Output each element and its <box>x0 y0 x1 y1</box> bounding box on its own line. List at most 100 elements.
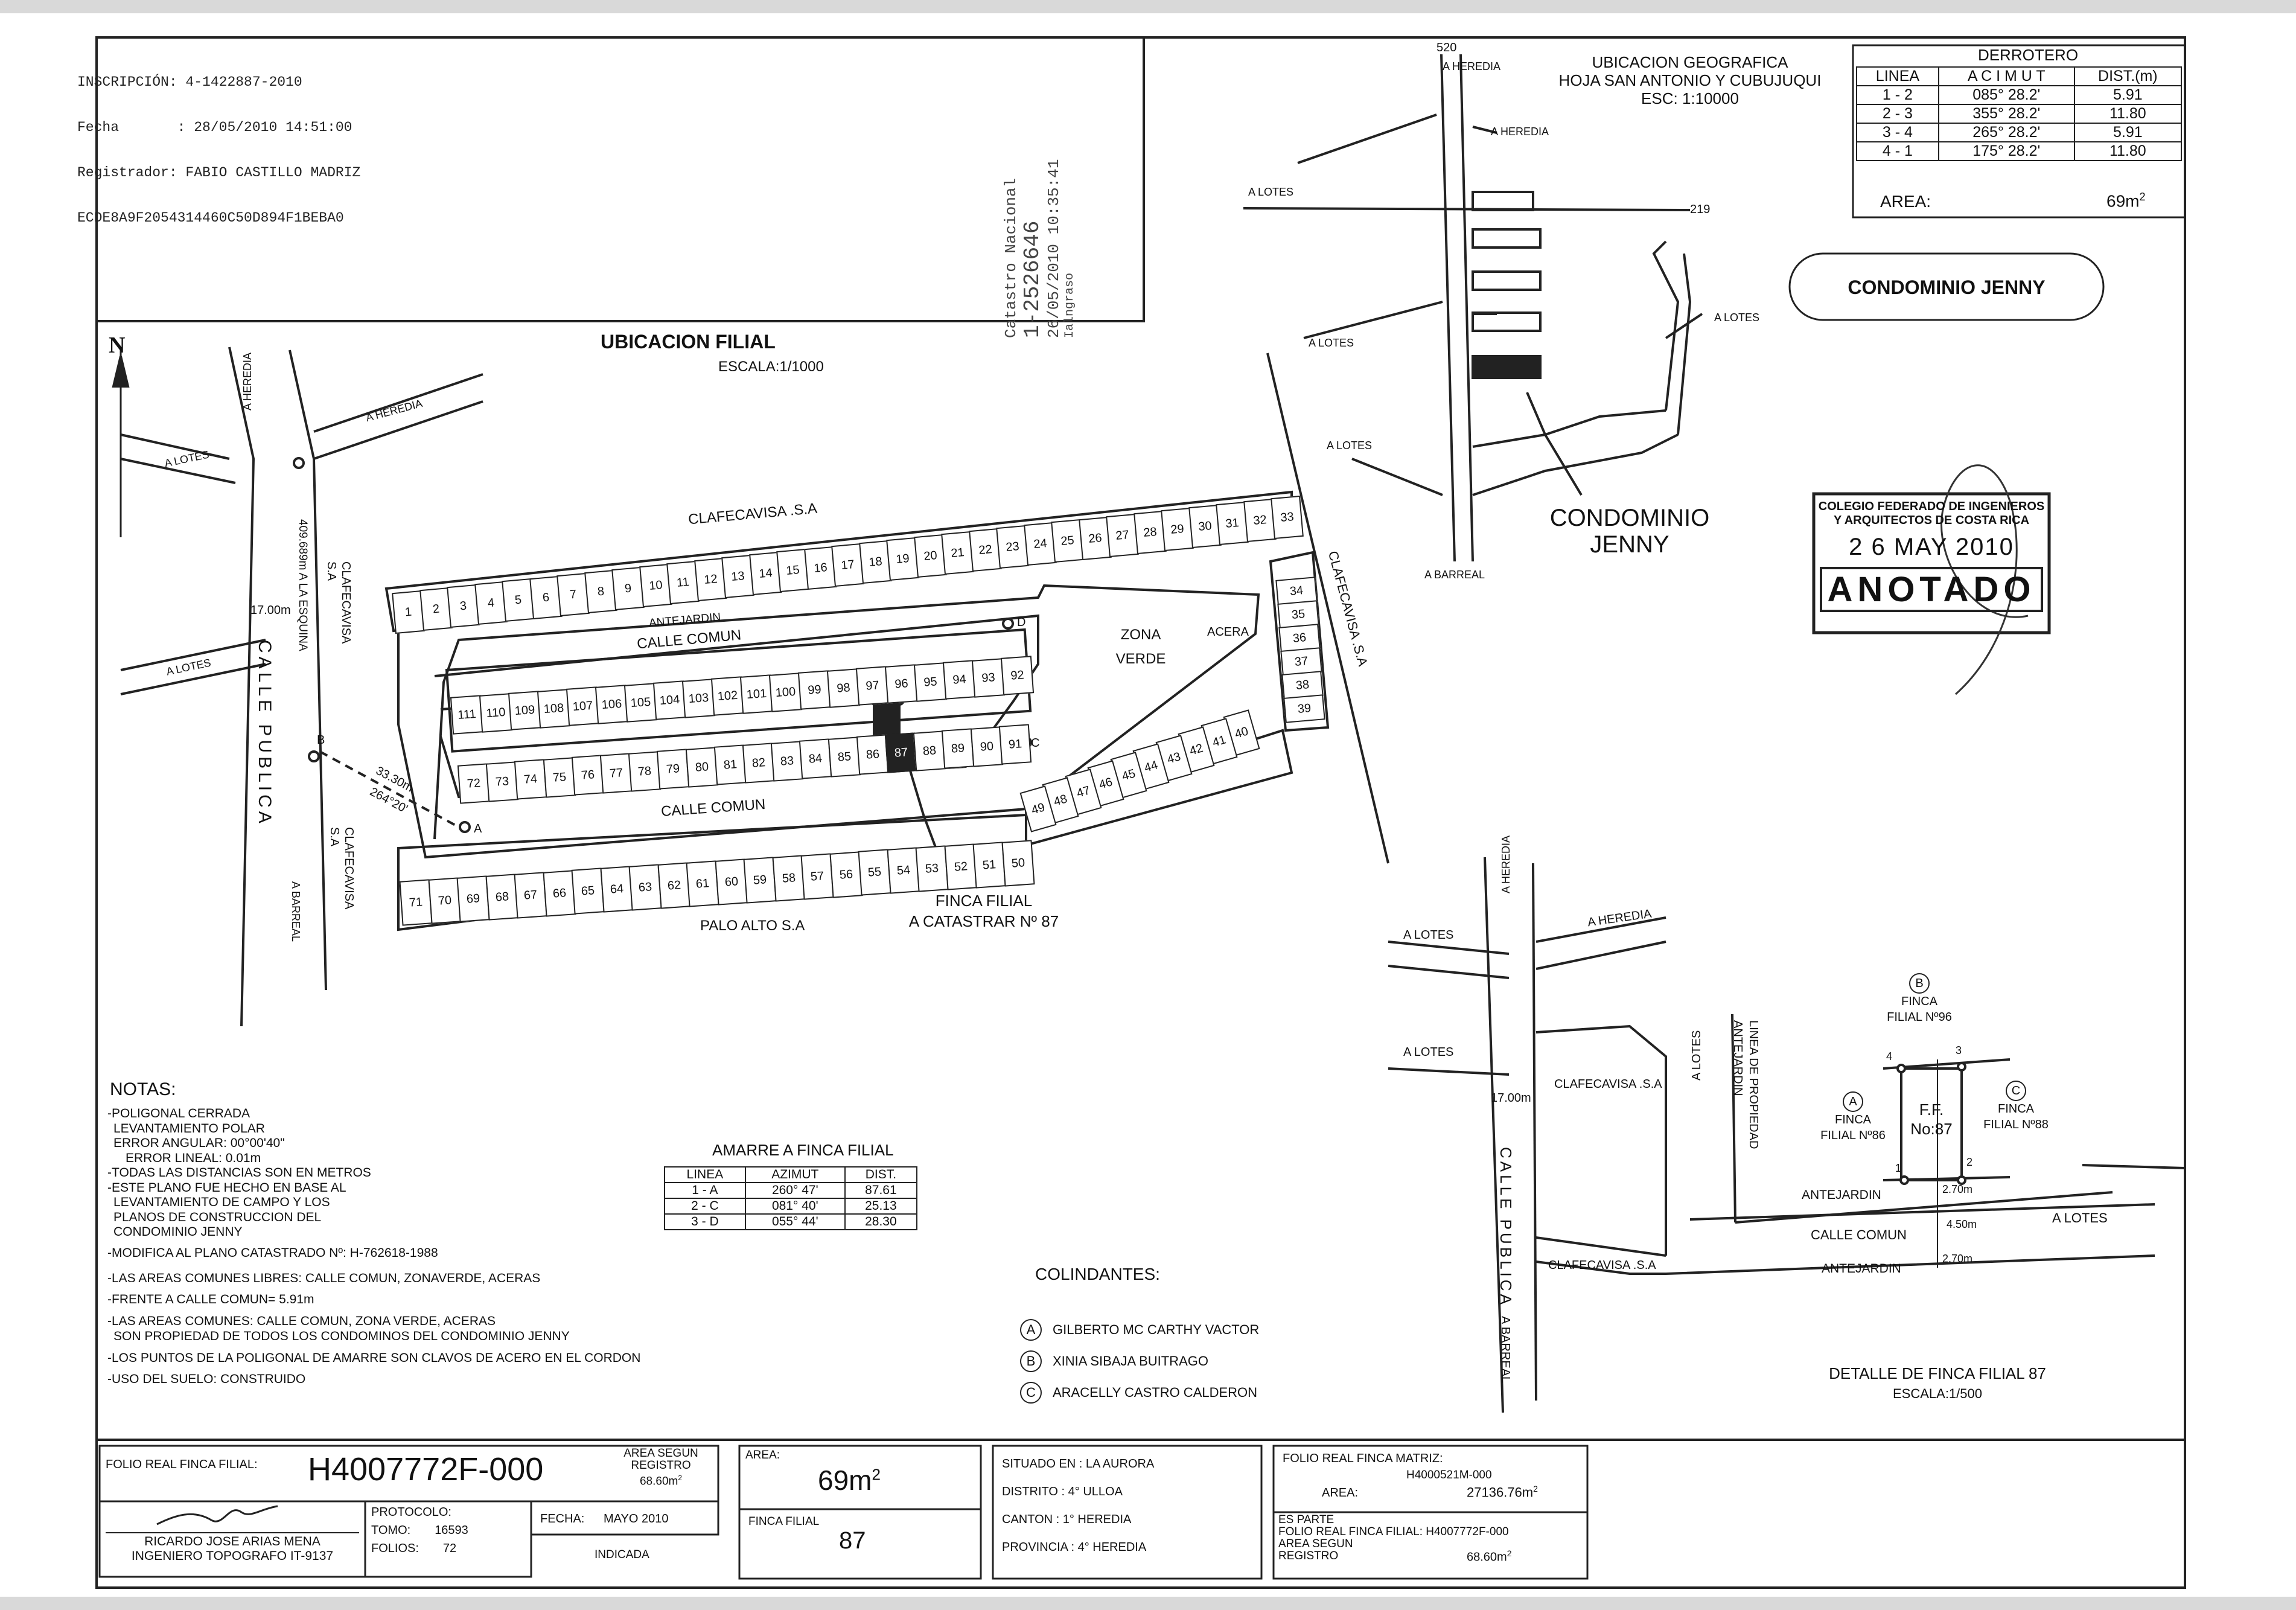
det-d270b: 2.70m <box>1942 1253 1973 1265</box>
matriz-area-value: 27136.76m2 <box>1467 1484 1538 1500</box>
det-point-4: 4 <box>1886 1050 1893 1062</box>
lot-86: 86 <box>856 734 889 776</box>
amarre-title: AMARRE A FINCA FILIAL <box>712 1141 894 1159</box>
nota-line: -USO DEL SUELO: CONSTRUIDO <box>107 1372 306 1386</box>
notas-title: NOTAS: <box>110 1079 176 1099</box>
uf-barreal: A BARREAL <box>290 881 302 942</box>
lot-88: 88 <box>913 730 946 771</box>
lot-104: 104 <box>652 680 687 720</box>
situacion: SITUADO EN : LA AURORA DISTRITO : 4° ULL… <box>1002 1457 1155 1554</box>
es-parte-area: 68.60m2 <box>1467 1548 1512 1564</box>
det-clafecavisa2: CLAFECAVISA .S.A <box>1548 1259 1656 1272</box>
uf-point-a: A <box>474 822 482 835</box>
uf-clafecavisa-left: CLAFECAVISA S.A <box>325 561 352 644</box>
geo-lotes4: A LOTES <box>1327 439 1373 452</box>
geo-barreal: A BARREAL <box>1424 569 1485 581</box>
lot-73: 73 <box>486 761 519 802</box>
lot-81: 81 <box>713 744 747 786</box>
circle-c-icon: C <box>2006 1081 2026 1101</box>
colegio-stamp-frame <box>1812 492 2051 634</box>
lot-87: 87 <box>884 732 918 773</box>
derrotero-title: DERROTERO <box>1977 46 2079 64</box>
lot-39: 39 <box>1283 694 1325 723</box>
condominio-badge-frame <box>1788 252 2105 321</box>
lot-97: 97 <box>855 666 890 706</box>
nota-line: LEVANTAMIENTO DE CAMPO Y LOS <box>113 1195 330 1209</box>
area-value: 69m2 <box>818 1465 881 1496</box>
det-point-1: 1 <box>1895 1162 1902 1174</box>
det-finca-c: C FINCA FILIAL Nº88 <box>1971 1081 2061 1132</box>
ubicacion-filial-title: UBICACION FILIAL <box>601 331 776 353</box>
det-lotes1: A LOTES <box>1403 928 1454 942</box>
nota-line: -TODAS LAS DISTANCIAS SON EN METROS <box>107 1166 371 1180</box>
uf-acera: ACERA <box>1207 625 1249 639</box>
det-barreal: A BARREAL <box>1499 1316 1512 1384</box>
lot-82: 82 <box>742 743 776 784</box>
registro-header: INSCRIPCIÓN: 4-1422887-2010 Fecha : 28/0… <box>77 45 360 241</box>
escala-indicada: INDICADA <box>595 1548 649 1561</box>
det-lotes4: A LOTES <box>2052 1210 2108 1225</box>
lot-95: 95 <box>913 662 948 702</box>
lot-62: 62 <box>657 862 691 909</box>
uf-palo-alto: PALO ALTO S.A <box>700 918 805 934</box>
lot-91: 91 <box>998 724 1032 765</box>
uf-ancho: 17.00m <box>250 604 291 617</box>
derrotero-h-dist: DIST.(m) <box>2073 66 2183 86</box>
ubicacion-filial-scale: ESCALA:1/1000 <box>718 359 824 375</box>
circle-c-icon: C <box>1020 1382 1042 1404</box>
lot-56: 56 <box>829 851 863 898</box>
signature-icon <box>156 1505 278 1525</box>
lot-92: 92 <box>1000 656 1035 696</box>
lot-101: 101 <box>739 674 774 714</box>
nota-line: ERROR LINEAL: 0.01m <box>126 1151 261 1165</box>
protocolo: PROTOCOLO: TOMO:16593 FOLIOS:72 <box>371 1506 468 1555</box>
lot-100: 100 <box>768 672 803 712</box>
lot-72: 72 <box>457 763 491 804</box>
uf-heredia-v: A HEREDIA <box>241 352 254 410</box>
uf-point-b: B <box>317 733 325 747</box>
det-lotes3: A LOTES <box>1690 1030 1703 1081</box>
lot-50: 50 <box>1001 840 1035 887</box>
lot-75: 75 <box>543 757 576 798</box>
det-ancho: 17.00m <box>1491 1091 1531 1105</box>
lot-33: 33 <box>1271 496 1304 540</box>
lot-59: 59 <box>743 857 777 904</box>
lot-108: 108 <box>537 689 571 729</box>
lot-69: 69 <box>456 875 490 922</box>
geo-heredia-mid: A HEREDIA <box>1491 126 1549 138</box>
fecha-value: MAYO 2010 <box>604 1512 669 1525</box>
folio-label: FOLIO REAL FINCA FILIAL: <box>106 1458 258 1471</box>
lot-80: 80 <box>685 747 718 788</box>
nota-line: -LAS AREAS COMUNES: CALLE COMUN, ZONA VE… <box>107 1314 496 1328</box>
lot-57: 57 <box>800 852 834 900</box>
lot-99: 99 <box>797 670 832 710</box>
uf-point-d: D <box>1017 616 1026 629</box>
det-antejardin1: ANTEJARDIN <box>1802 1188 1881 1202</box>
colegio-stamp: COLEGIO FEDERADO DE INGENIEROS Y ARQUITE… <box>1814 500 2049 612</box>
uf-point-c: C <box>1031 736 1040 750</box>
catastro-line4: Ialngraso <box>1063 272 1077 338</box>
lot-64: 64 <box>599 866 634 913</box>
nota-line: PLANOS DE CONSTRUCCION DEL <box>113 1210 322 1224</box>
lot-90: 90 <box>970 726 1003 767</box>
lot-78: 78 <box>628 750 662 792</box>
lot-68: 68 <box>485 874 519 921</box>
circle-b-icon: B <box>1909 973 1930 994</box>
nota-line: -LOS PUNTOS DE LA POLIGONAL DE AMARRE SO… <box>107 1351 641 1365</box>
lot-102: 102 <box>710 676 745 717</box>
det-d450: 4.50m <box>1947 1218 1977 1230</box>
colindantes-title: COLINDANTES: <box>1035 1265 1160 1283</box>
lot-110: 110 <box>479 692 513 733</box>
uf-esquina: 409.689m A LA ESQUINA <box>296 519 309 651</box>
det-ff: F.F. No:87 <box>1910 1100 1953 1138</box>
geo-condominio-label: CONDOMINIO JENNY <box>1549 505 1710 558</box>
uf-finca-label: FINCA FILIAL A CATASTRAR Nº 87 <box>908 892 1059 930</box>
nota-line: -FRENTE A CALLE COMUN= 5.91m <box>107 1292 314 1306</box>
